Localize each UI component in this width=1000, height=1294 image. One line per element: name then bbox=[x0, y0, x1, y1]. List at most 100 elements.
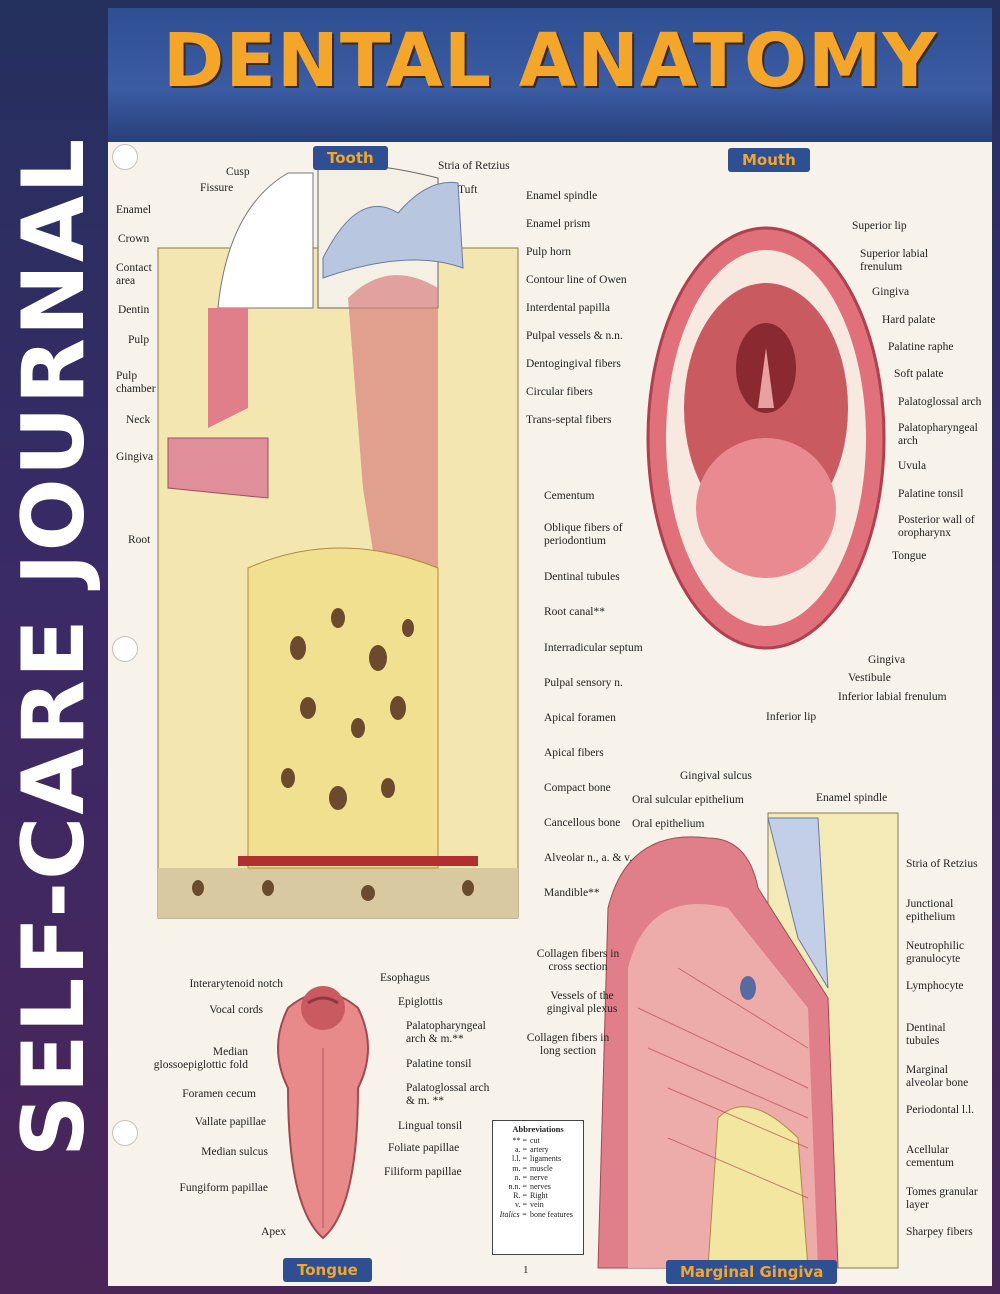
tooth-label: Dentinal tubules bbox=[544, 571, 620, 583]
tongue-label: Epiglottis bbox=[398, 996, 443, 1008]
tooth-label: Pulp chamber bbox=[116, 370, 156, 395]
tooth-label: Interdental papilla bbox=[526, 302, 610, 314]
tongue-label: Vocal cords bbox=[209, 1004, 263, 1016]
tooth-label: Contour line of Owen bbox=[526, 274, 627, 286]
mouth-label: Inferior lip bbox=[766, 711, 817, 723]
mouth-label: Palatine tonsil bbox=[898, 488, 964, 500]
tooth-label: Neck bbox=[126, 414, 151, 426]
tooth-label: Root bbox=[128, 534, 151, 546]
abbr-value: Right bbox=[530, 1191, 548, 1201]
journal-spine: SELF-CARE JOURNAL bbox=[0, 0, 108, 1294]
tooth-label: Compact bone bbox=[544, 782, 611, 794]
abbr-key: a. = bbox=[514, 1145, 527, 1155]
tooth-label: Pulpal sensory n. bbox=[544, 677, 623, 689]
tooth-label: Cementum bbox=[544, 490, 595, 502]
abbr-key: m. = bbox=[512, 1163, 527, 1173]
gingiva-label: Stria of Retzius bbox=[906, 858, 978, 870]
abbr-value: cut bbox=[530, 1136, 540, 1145]
binder-hole bbox=[112, 636, 138, 662]
gingiva-label: Lymphocyte bbox=[906, 980, 964, 992]
tooth-label: Interradicular septum bbox=[544, 642, 643, 654]
tooth-label: Alveolar n., a. & v. bbox=[544, 852, 633, 864]
gingiva-label: Periodontal l.l. bbox=[906, 1104, 975, 1116]
tooth-label: Trans-septal fibers bbox=[526, 414, 612, 426]
gingiva-label: Oral sulcular epithelium bbox=[632, 794, 744, 806]
tongue-label: Palatoglossal arch & m. ** bbox=[406, 1082, 490, 1107]
tongue-label: Vallate papillae bbox=[194, 1116, 266, 1128]
tooth-label: Cusp bbox=[226, 166, 250, 178]
mouth-label: Hard palate bbox=[882, 314, 936, 326]
section-tab-tooth: Tooth bbox=[313, 146, 388, 170]
abbr-value: vein bbox=[530, 1200, 544, 1210]
tooth-label: Apical foramen bbox=[544, 712, 616, 724]
abbr-value: nerve bbox=[530, 1172, 548, 1182]
mouth-illustration bbox=[646, 226, 886, 650]
tooth-label: Tuft bbox=[458, 184, 478, 196]
gingiva-label: Gingival sulcus bbox=[680, 770, 752, 782]
mouth-label: Tongue bbox=[892, 550, 927, 562]
tooth-label: Fissure bbox=[200, 182, 234, 194]
tooth-label: Enamel bbox=[116, 204, 152, 216]
tongue-label: Filiform papillae bbox=[384, 1166, 462, 1178]
mouth-label: Superior labial frenulum bbox=[860, 248, 929, 273]
mouth-label: Palatoglossal arch bbox=[898, 396, 982, 408]
mouth-label: Vestibule bbox=[848, 672, 891, 684]
abbr-key: ** = bbox=[512, 1136, 527, 1145]
gingiva-label: Enamel spindle bbox=[816, 792, 888, 804]
tongue-label: Interarytenoid notch bbox=[189, 978, 283, 990]
abbr-value: muscle bbox=[530, 1163, 553, 1173]
section-tab-marginal-gingiva: Marginal Gingiva bbox=[666, 1260, 838, 1284]
tongue-label: Apex bbox=[261, 1226, 286, 1238]
abbr-value: nerves bbox=[530, 1181, 551, 1191]
tooth-label: Contact area bbox=[116, 262, 152, 287]
tooth-illustration bbox=[157, 164, 519, 919]
tooth-label: Pulp horn bbox=[526, 246, 572, 258]
tooth-label: Dentin bbox=[118, 304, 150, 316]
tooth-label: Oblique fibers of periodontium bbox=[544, 522, 623, 547]
page-title: DENTAL ANATOMY bbox=[162, 18, 938, 104]
mouth-label: Inferior labial frenulum bbox=[838, 691, 947, 703]
title-banner: DENTAL ANATOMY bbox=[108, 8, 992, 142]
gingiva-label: Vessels of the gingival plexus bbox=[546, 990, 618, 1015]
tooth-label: Root canal** bbox=[544, 606, 605, 618]
mouth-label: Posterior wall of oropharynx bbox=[898, 514, 975, 539]
tooth-label: Pulpal vessels & n.n. bbox=[526, 330, 623, 342]
tongue-label: Median glossoepiglottic fold bbox=[153, 1046, 248, 1071]
tooth-label: Circular fibers bbox=[526, 386, 593, 398]
tongue-label: Palatine tonsil bbox=[406, 1058, 472, 1070]
tongue-label: Esophagus bbox=[380, 972, 430, 984]
tooth-label: Dentogingival fibers bbox=[526, 358, 621, 370]
abbr-key: n. = bbox=[514, 1172, 527, 1182]
mouth-label: Palatine raphe bbox=[888, 341, 954, 353]
tooth-label: Enamel prism bbox=[526, 218, 591, 230]
gingiva-label: Marginal alveolar bone bbox=[906, 1064, 969, 1089]
tongue-illustration bbox=[277, 986, 369, 1240]
binder-hole bbox=[112, 1120, 138, 1146]
gingiva-label: Tomes granular layer bbox=[906, 1186, 978, 1211]
abbr-value: bone features bbox=[530, 1209, 573, 1219]
tongue-label: Palatopharyngeal arch & m.** bbox=[406, 1020, 486, 1045]
anatomy-sheet: DENTAL ANATOMY bbox=[108, 8, 992, 1286]
tongue-label: Lingual tonsil bbox=[398, 1120, 463, 1132]
section-tab-mouth: Mouth bbox=[728, 148, 810, 172]
gingiva-label: Collagen fibers in long section bbox=[526, 1032, 610, 1057]
tongue-label: Median sulcus bbox=[201, 1146, 268, 1158]
gingiva-label: Collagen fibers in cross section bbox=[536, 948, 620, 973]
abbr-key: R. = bbox=[513, 1191, 527, 1201]
tooth-label: Crown bbox=[118, 233, 150, 245]
mouth-label: Superior lip bbox=[852, 220, 907, 232]
gingiva-label: Junctional epithelium bbox=[906, 898, 956, 923]
mouth-label: Palatopharyngeal arch bbox=[898, 422, 978, 447]
abbr-key: n.n. = bbox=[508, 1181, 527, 1191]
gingiva-label: Dentinal tubules bbox=[906, 1022, 946, 1047]
abbr-key: l.l. = bbox=[512, 1154, 527, 1164]
tongue-label: Fungiform papillae bbox=[179, 1182, 268, 1194]
spine-title: SELF-CARE JOURNAL bbox=[4, 136, 104, 1158]
abbr-key: v. = bbox=[515, 1200, 527, 1210]
tongue-label: Foliate papillae bbox=[388, 1142, 460, 1154]
tooth-label: Mandible** bbox=[544, 887, 600, 899]
tooth-label: Apical fibers bbox=[544, 747, 604, 759]
abbreviations-box: Abbreviations ** =cut a. =artery l.l. =l… bbox=[492, 1120, 584, 1255]
tooth-label: Gingiva bbox=[116, 451, 154, 463]
abbr-key: Italics = bbox=[499, 1209, 527, 1219]
